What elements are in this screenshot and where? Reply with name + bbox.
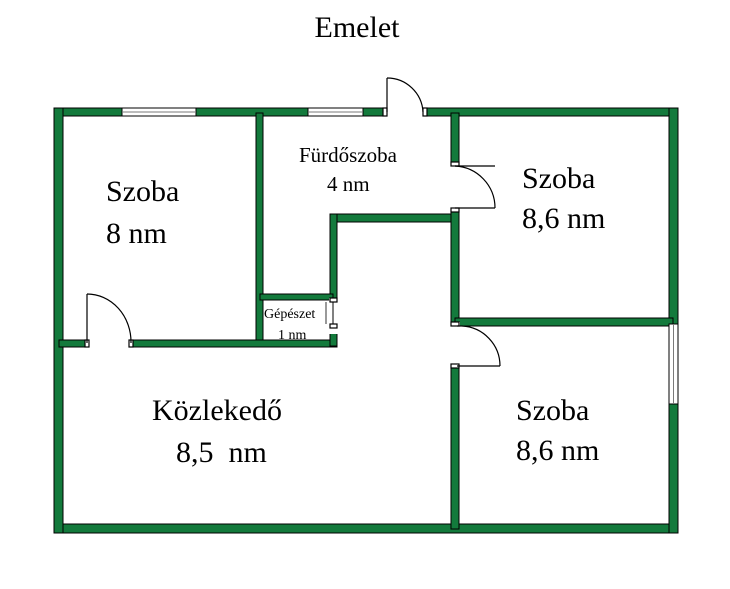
opening-room-left [85, 339, 133, 348]
room-area-furdoszoba: 4 nm [327, 172, 370, 196]
opening-room-top-right [450, 162, 460, 212]
room-name-szoba-left: Szoba [106, 175, 179, 208]
room-name-szoba-top-right: Szoba [522, 162, 595, 195]
room-left-door [84, 293, 134, 348]
room-area-gepeszet: 1 nm [278, 328, 307, 343]
wall-gepeszet-top [259, 293, 334, 301]
entrance-door [382, 77, 428, 117]
room-area-szoba-left: 8 nm [106, 217, 167, 250]
room-top-right-door [450, 161, 496, 213]
wall-gepeszet-right [329, 213, 338, 347]
plan-title: Emelet [315, 11, 401, 44]
room-area-szoba-bottom-right: 8,6 nm [516, 434, 599, 467]
opening-entrance [383, 107, 427, 117]
walls [53, 107, 679, 534]
window-left-room-top [121, 107, 197, 117]
wall-left-room-right [255, 112, 264, 347]
window-right-wall [668, 323, 679, 405]
outer-wall-bottom [53, 523, 678, 534]
outer-wall-left [53, 107, 64, 534]
windows [121, 107, 679, 405]
room-labels: Szoba 8 nm Fürdőszoba 4 nm Szoba 8,6 nm … [106, 143, 605, 469]
room-name-gepeszet: Gépészet [264, 307, 315, 322]
room-name-furdoszoba: Fürdőszoba [299, 143, 398, 167]
room-name-kozlekedo: Közlekedő [152, 394, 282, 427]
doors [84, 77, 501, 369]
room-area-szoba-top-right: 8,6 nm [522, 202, 605, 235]
room-name-szoba-bottom-right: Szoba [516, 394, 589, 427]
window-bathroom-top [307, 107, 364, 117]
opening-room-bottom-right [450, 322, 460, 368]
room-area-kozlekedo: 8,5 nm [176, 436, 267, 469]
room-bottom-right-door [450, 321, 501, 369]
gepeszet-door [325, 297, 338, 329]
wall-right-rooms-divider [454, 317, 674, 327]
wall-bathroom-bottom [329, 213, 460, 223]
